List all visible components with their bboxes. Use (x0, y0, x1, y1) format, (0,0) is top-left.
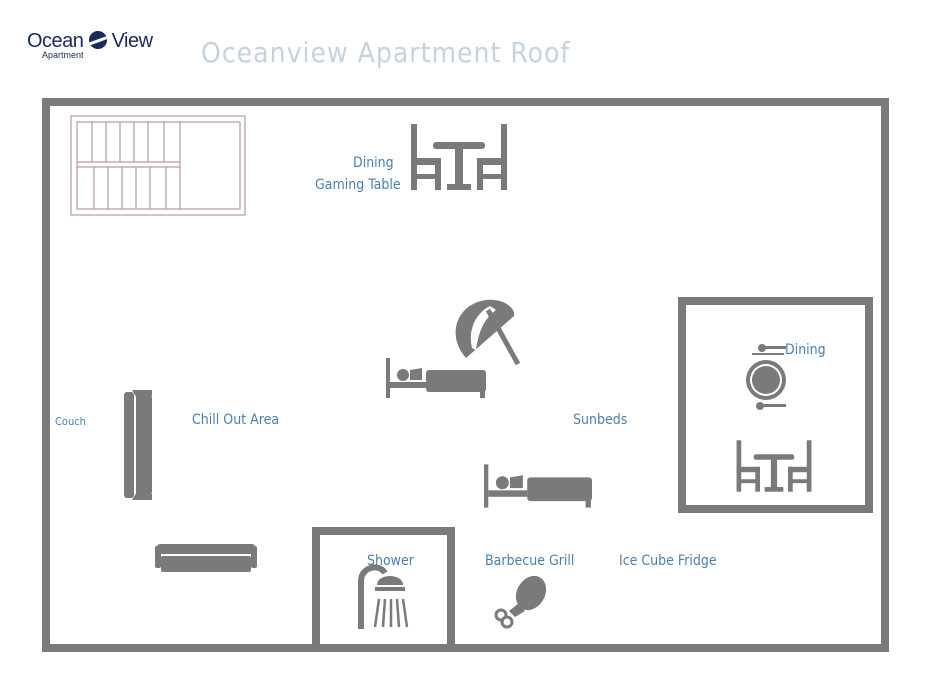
stairs-icon (70, 115, 246, 216)
logo-word-view: View (111, 30, 154, 52)
barbecue-grill-label: Barbecue Grill (485, 553, 575, 569)
dining-room-wall (678, 297, 873, 513)
gaming-table-label: Gaming Table (315, 177, 401, 193)
chicken-leg-icon (493, 575, 549, 629)
sunbed-icon (386, 358, 486, 398)
logo-subtitle: Apartment (42, 50, 84, 60)
umbrella-icon (446, 296, 522, 368)
dining-label: Dining (785, 342, 826, 358)
dining-label: Dining (353, 155, 394, 171)
plate-cutlery-icon (744, 344, 788, 410)
couch-icon (155, 544, 257, 574)
shower-room-wall (312, 527, 455, 652)
dining-table-icon (735, 440, 813, 492)
logo: Ocean View (27, 30, 153, 53)
ice-cube-fridge-label: Ice Cube Fridge (619, 553, 717, 569)
shower-icon (357, 563, 419, 629)
chill-out-area-label: Chill Out Area (192, 412, 280, 428)
roof-outer-wall (42, 98, 889, 652)
couch-label: Couch (55, 415, 86, 428)
logo-word-ocean: Ocean (27, 30, 84, 52)
sunbed-icon (484, 464, 592, 508)
logo-wave-icon (88, 31, 107, 49)
sunbeds-label: Sunbeds (573, 412, 628, 428)
page-title: Oceanview Apartment Roof (201, 36, 571, 69)
dining-table-icon (409, 124, 509, 190)
couch-icon (124, 390, 154, 500)
shower-label: Shower (367, 553, 414, 569)
